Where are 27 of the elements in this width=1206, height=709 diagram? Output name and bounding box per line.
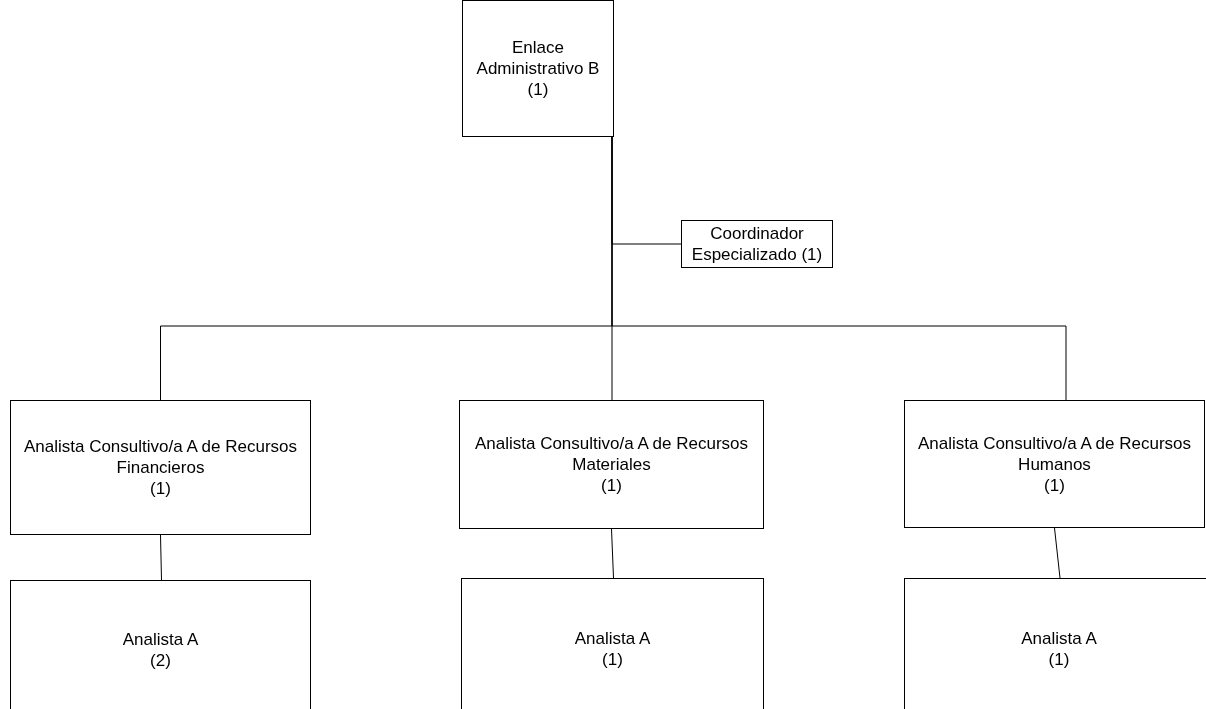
position-title: Analista A — [574, 628, 651, 649]
connector-line — [611, 528, 614, 579]
position-title: Analista Consultivo/a A de Recursos Financieros — [22, 436, 299, 478]
position-count: (1) — [601, 475, 622, 496]
position-title: Analista A — [1021, 628, 1097, 649]
position-box — [681, 220, 833, 268]
position-count: (1) — [527, 79, 549, 100]
position-count: (2) — [150, 650, 171, 671]
position-box — [462, 0, 614, 137]
position-count: (1) — [602, 649, 623, 670]
position-count: (1) — [1048, 649, 1070, 670]
position-box — [10, 400, 311, 535]
position-title: Analista A — [122, 629, 199, 650]
position-title: Analista Consultivo/a A de Recursos Materiales — [473, 433, 750, 475]
connector-line — [611, 136, 1067, 401]
position-count: (1) — [1044, 474, 1065, 496]
position-title: Enlace Administrativo B — [475, 37, 601, 79]
position-count: (1) — [150, 478, 171, 499]
position-box — [904, 578, 1206, 709]
position-title: Coordinador Especializado (1) — [690, 223, 824, 265]
position-box — [459, 400, 764, 529]
position-box — [10, 580, 311, 709]
position-box — [461, 578, 764, 709]
connector-line — [160, 534, 162, 581]
connector-line — [1054, 527, 1061, 579]
position-box — [904, 400, 1205, 528]
position-title: Analista Consultivo/a A de Recursos Humanos — [916, 432, 1193, 475]
